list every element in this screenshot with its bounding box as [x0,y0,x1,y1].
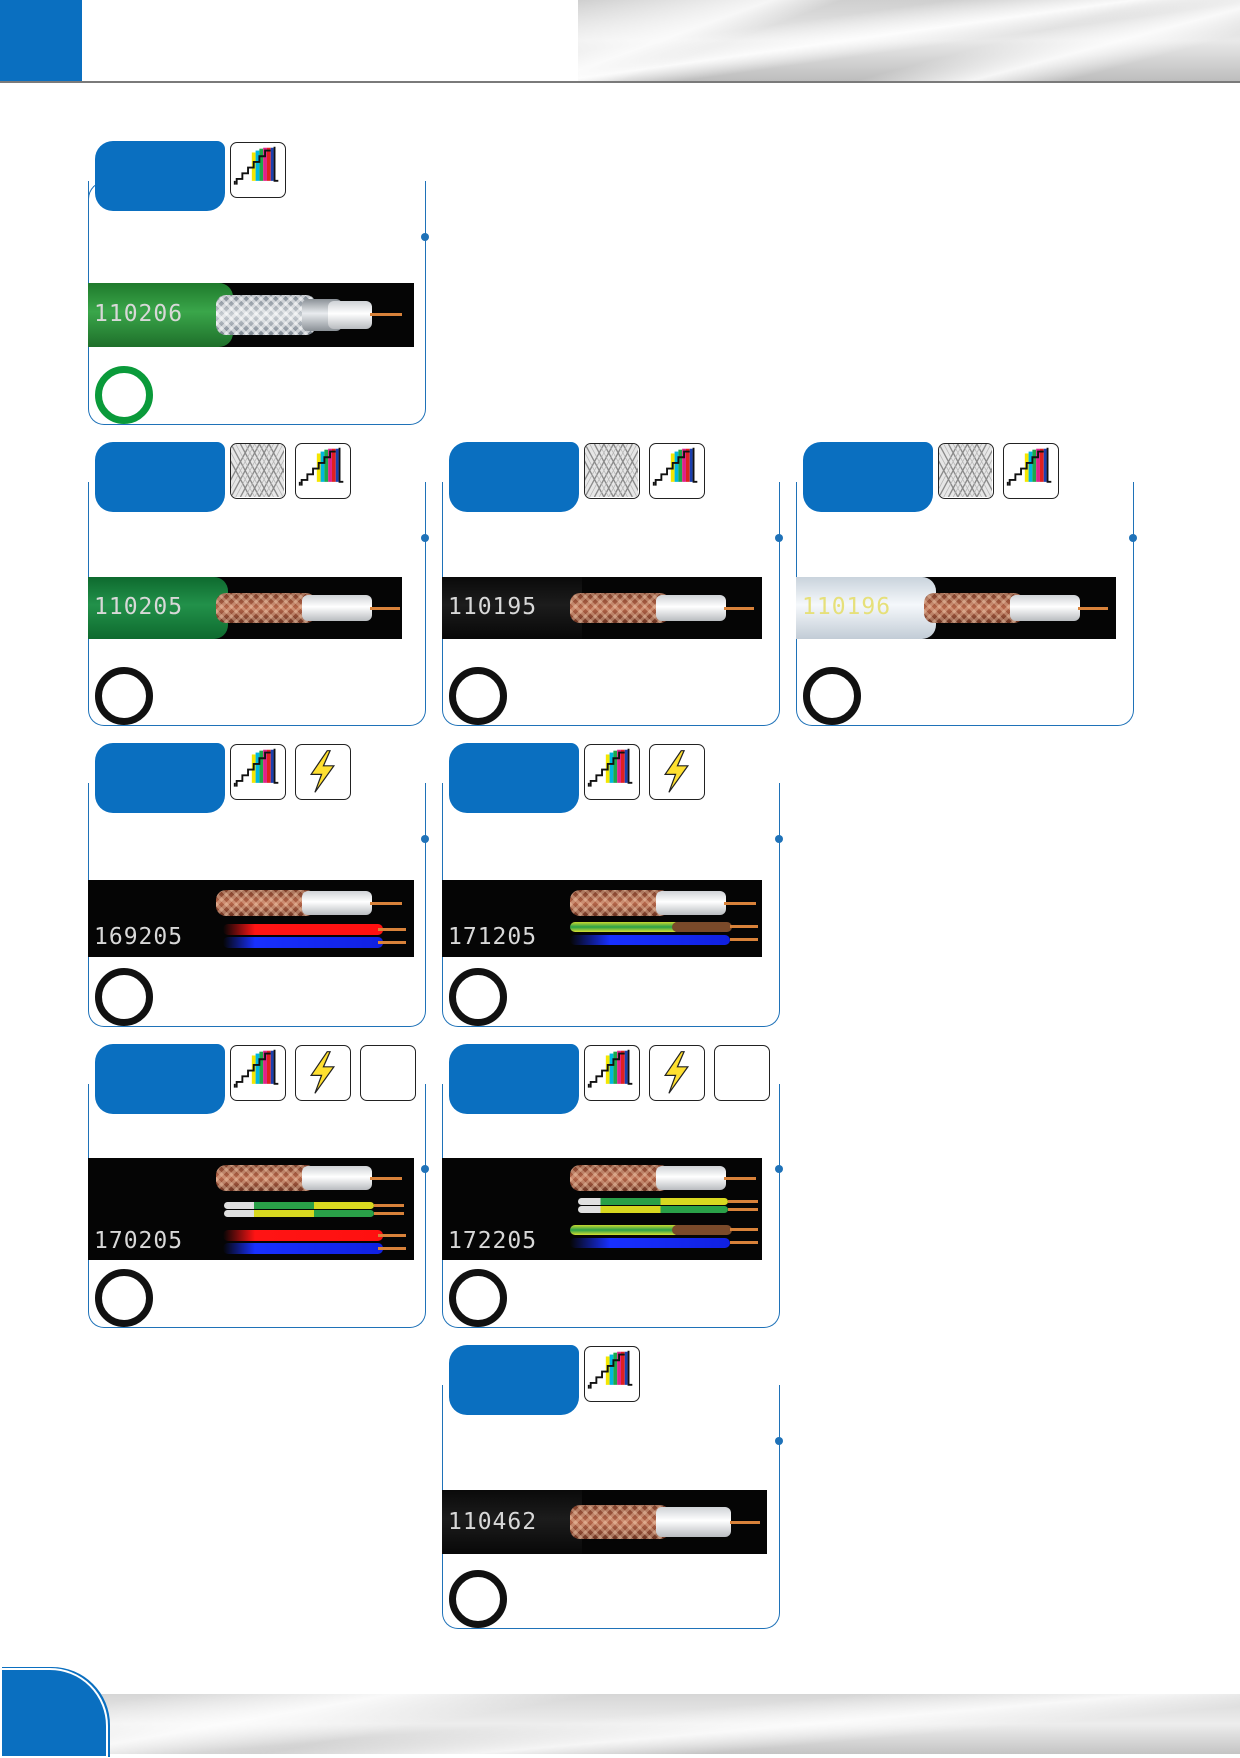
header-rule [0,81,1240,83]
status-ring [95,1269,153,1327]
cable-image: 172205 [442,1158,762,1260]
tv-signal-icon [649,443,705,499]
cable-image: 170205 [88,1158,414,1260]
product-tab [95,1044,225,1114]
tv-signal-icon [584,1346,640,1402]
status-ring [449,1570,507,1628]
braid-shield-icon [938,443,994,499]
product-card: 110206 [88,141,429,441]
product-tab [95,743,225,813]
status-ring [449,1269,507,1327]
tv-signal-icon [295,443,351,499]
tv-signal-icon [1003,443,1059,499]
product-tab [95,141,225,211]
product-tab [803,442,933,512]
product-code: 170205 [94,1228,184,1254]
cable-image: 110205 [88,577,402,639]
product-code: 169205 [94,924,184,950]
tv-signal-icon [584,1045,640,1101]
cable-image: 110195 [442,577,762,639]
product-card: 110195 [442,442,783,742]
cable-image: 110206 [88,283,414,347]
header-cable-photo [578,0,1240,81]
status-ring [95,366,153,424]
blank-icon [360,1045,416,1101]
tv-signal-icon [230,1045,286,1101]
tv-signal-icon [230,142,286,198]
lightning-icon [295,1045,351,1101]
product-tab [449,1345,579,1415]
footer-cable-photo [0,1694,1240,1754]
status-ring [449,667,507,725]
product-card: 170205 [88,1044,429,1344]
product-card: 171205 [442,743,783,1043]
product-code: 110195 [448,594,538,620]
lightning-icon [295,744,351,800]
product-code: 172205 [448,1228,538,1254]
status-ring [449,968,507,1026]
status-ring [803,667,861,725]
product-code: 110205 [94,594,184,620]
product-tab [449,743,579,813]
product-card: 110196 [796,442,1137,742]
cable-image: 171205 [442,880,762,957]
product-tab [449,1044,579,1114]
product-code: 110196 [802,594,892,620]
cable-image: 110462 [442,1490,767,1554]
header-blue-block [0,0,82,81]
product-code: 171205 [448,924,538,950]
braid-shield-icon [584,443,640,499]
product-card: 169205 [88,743,429,1043]
product-card: 110462 [442,1345,783,1645]
lightning-icon [649,744,705,800]
blank-icon [714,1045,770,1101]
cable-image: 110196 [796,577,1116,639]
product-tab [449,442,579,512]
status-ring [95,968,153,1026]
product-tab [95,442,225,512]
product-code: 110206 [94,301,184,327]
status-ring [95,667,153,725]
tv-signal-icon [230,744,286,800]
tv-signal-icon [584,744,640,800]
product-card: 110205 [88,442,429,742]
cable-image: 169205 [88,880,414,957]
lightning-icon [649,1045,705,1101]
braid-shield-icon [230,443,286,499]
product-card: 172205 [442,1044,783,1344]
product-code: 110462 [448,1509,538,1535]
footer-blue-block [0,1668,108,1758]
